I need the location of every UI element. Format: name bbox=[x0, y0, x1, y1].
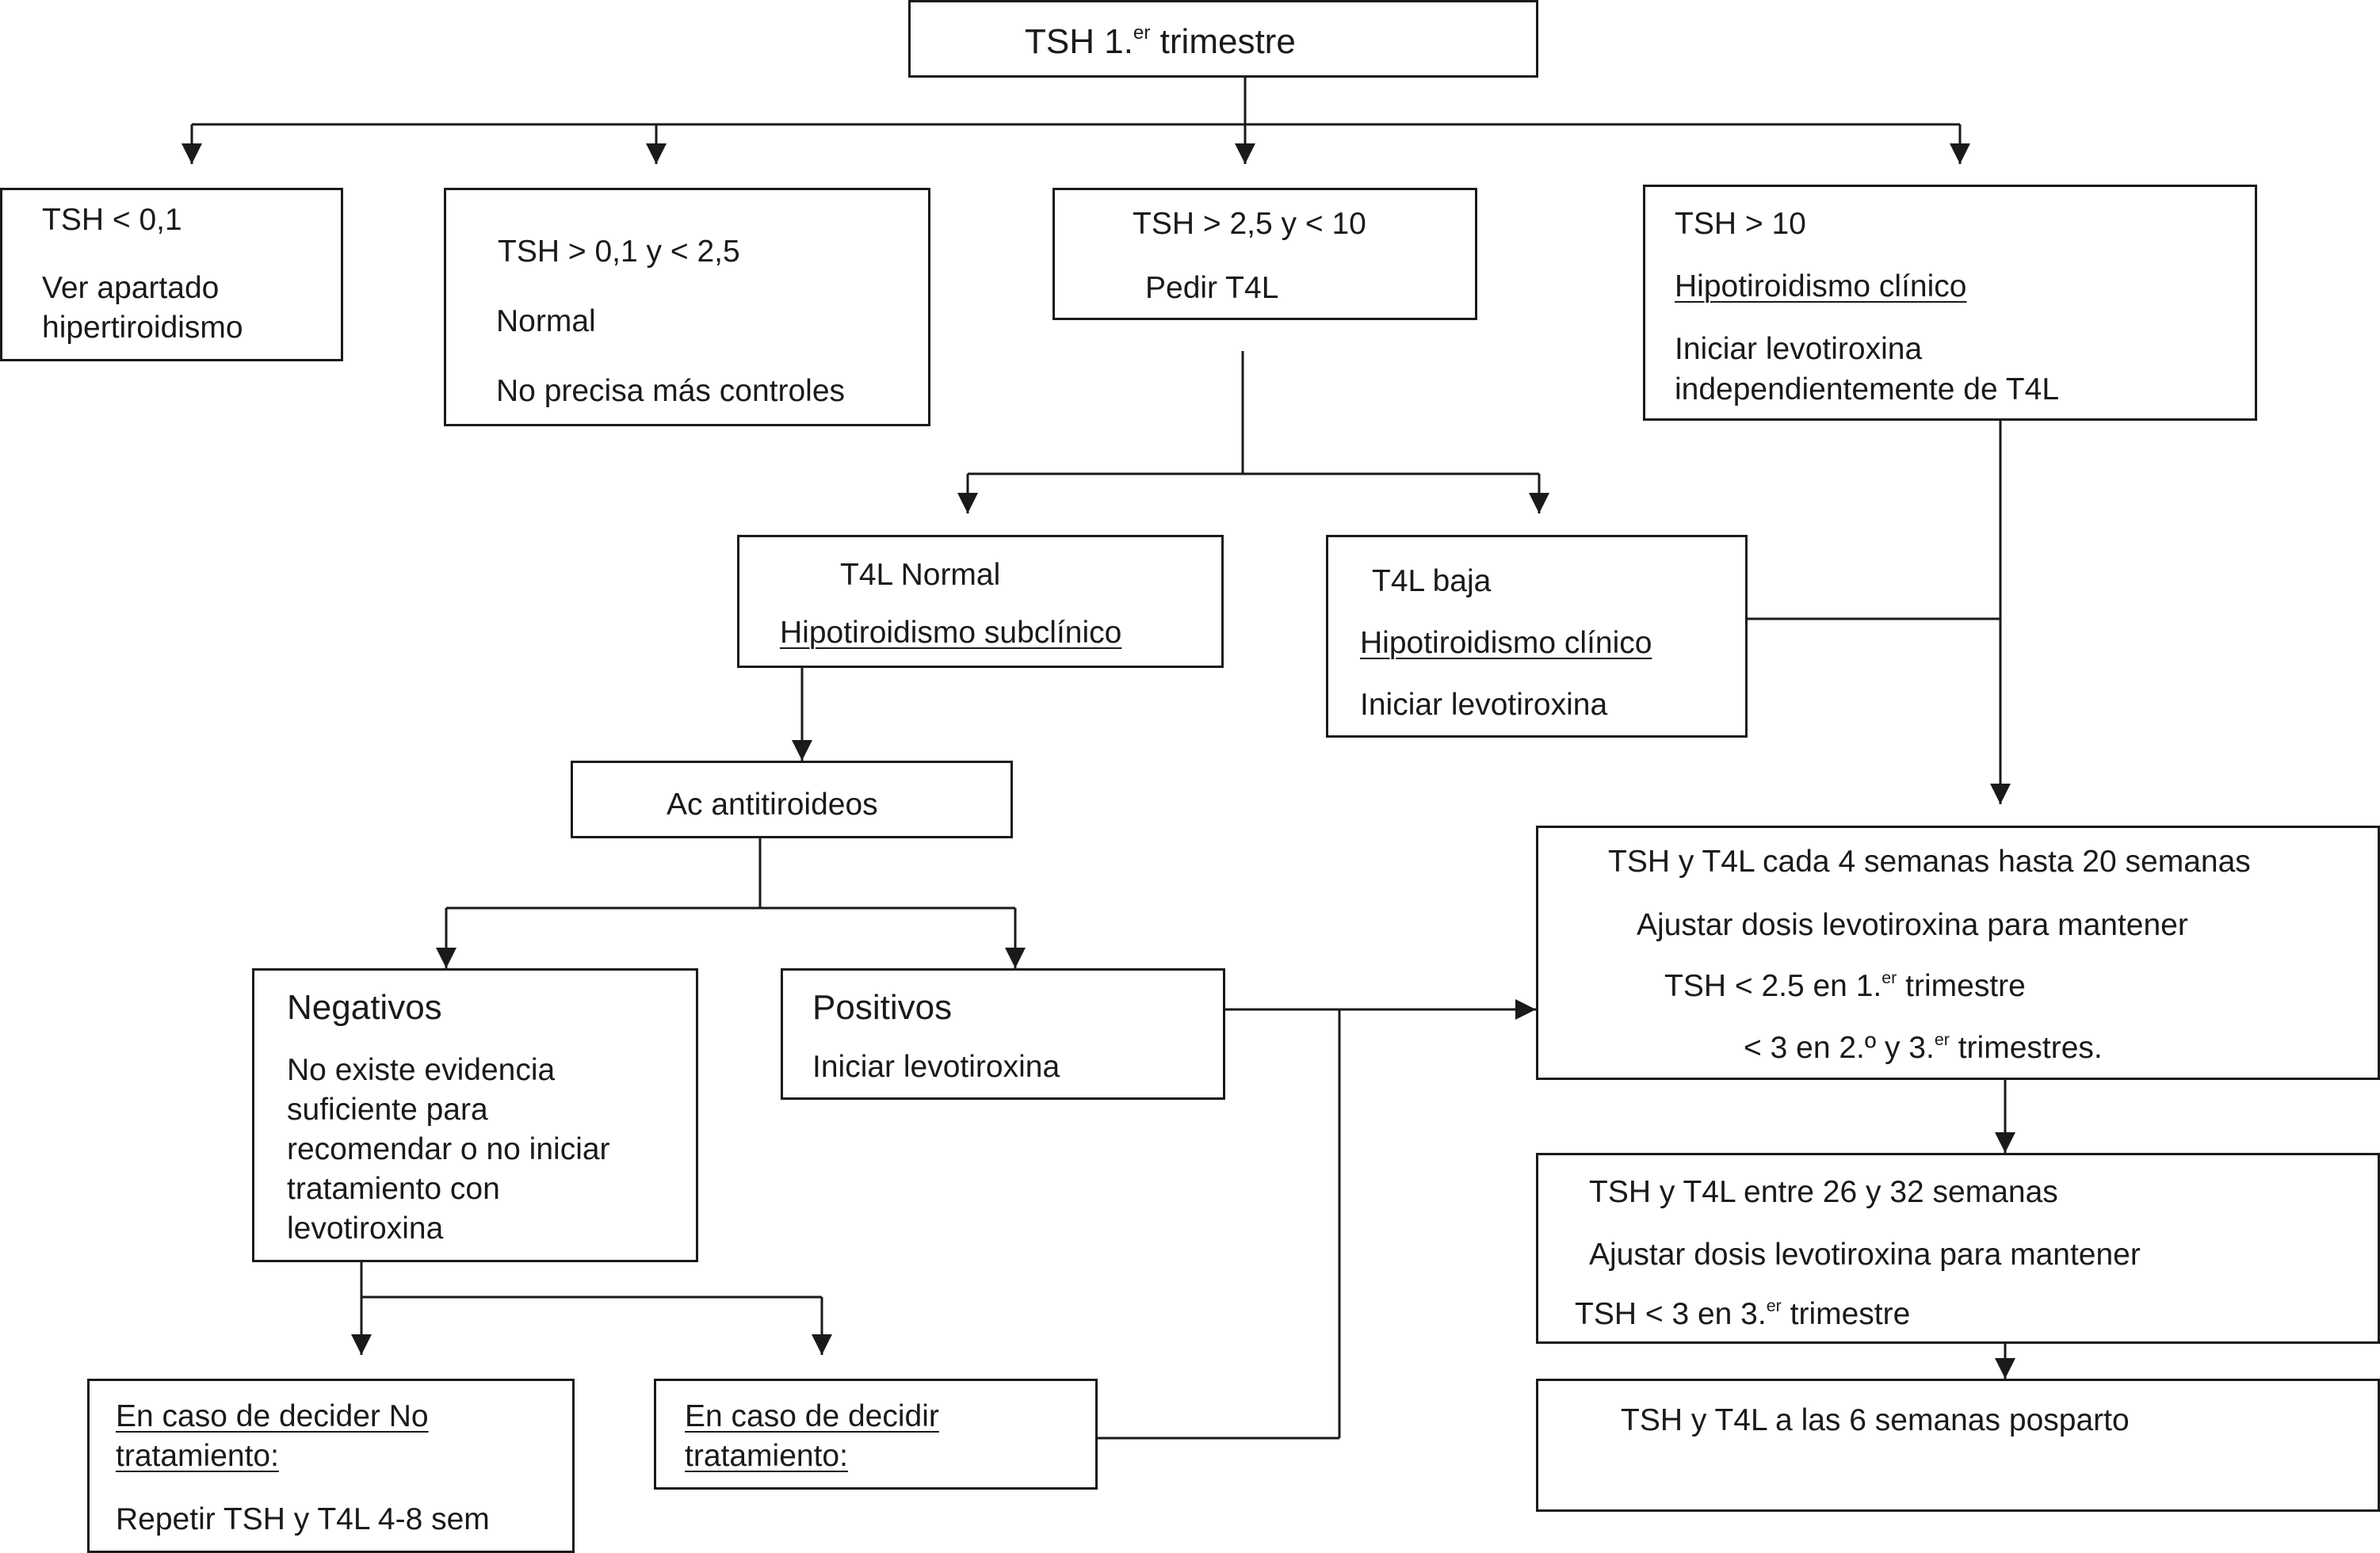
node-diagnosis: Hipotiroidismo clínico bbox=[1675, 269, 1967, 303]
node-text: Iniciar levotiroxina bbox=[1675, 332, 1923, 366]
node-diagnosis: Hipotiroidismo clínico bbox=[1360, 626, 1652, 660]
node-postpartum-control: TSH y T4L a las 6 semanas posparto bbox=[1536, 1379, 2380, 1512]
node-label: TSH 1.er trimestre bbox=[1025, 21, 1296, 61]
target-superscript: er bbox=[1881, 967, 1897, 987]
node-no-treatment: En caso de decider No tratamiento: Repet… bbox=[87, 1379, 575, 1553]
label-rest: trimestre bbox=[1150, 22, 1296, 61]
node-text: Iniciar levotiroxina bbox=[812, 1050, 1060, 1084]
node-t4l-low: T4L baja Hipotiroidismo clínico Iniciar … bbox=[1326, 535, 1748, 738]
node-heading: TSH > 10 bbox=[1675, 207, 1806, 241]
node-tsh-below-0-1: TSH < 0,1 Ver apartado hipertiroidismo bbox=[0, 188, 343, 361]
node-text: Normal bbox=[496, 304, 596, 338]
node-diagnosis: Hipotiroidismo subclínico bbox=[780, 616, 1122, 650]
node-heading: T4L baja bbox=[1372, 564, 1492, 598]
target-text: trimestre bbox=[1897, 969, 2026, 1003]
node-text: No existe evidencia bbox=[287, 1053, 556, 1087]
node-title: Positivos bbox=[812, 988, 953, 1027]
target-text: trimestres. bbox=[1949, 1031, 2103, 1065]
node-heading: TSH > 0,1 y < 2,5 bbox=[498, 235, 740, 269]
label-superscript: er bbox=[1133, 21, 1151, 44]
target-text: TSH < 2.5 en 1. bbox=[1664, 969, 1882, 1003]
node-heading: Ac antitiroideos bbox=[667, 788, 878, 822]
node-target: < 3 en 2.º y 3.er trimestres. bbox=[1744, 1029, 2103, 1065]
target-text: TSH < 3 en 3. bbox=[1575, 1297, 1767, 1331]
node-heading: TSH y T4L cada 4 semanas hasta 20 semana… bbox=[1608, 845, 2251, 879]
node-text: Repetir TSH y T4L 4-8 sem bbox=[116, 1502, 490, 1536]
node-title: Negativos bbox=[287, 988, 442, 1027]
node-text: Iniciar levotiroxina bbox=[1360, 688, 1608, 722]
node-negative: Negativos No existe evidencia suficiente… bbox=[252, 968, 698, 1262]
target-text: < 3 en 2.º y 3. bbox=[1744, 1031, 1935, 1065]
node-tsh-normal: TSH > 0,1 y < 2,5 Normal No precisa más … bbox=[444, 188, 930, 426]
node-heading: TSH y T4L entre 26 y 32 semanas bbox=[1589, 1175, 2058, 1209]
node-heading: En caso de decidir bbox=[685, 1399, 939, 1433]
node-text: suficiente para bbox=[287, 1093, 488, 1127]
node-treatment: En caso de decidir tratamiento: bbox=[654, 1379, 1098, 1490]
node-control-26-32-weeks: TSH y T4L entre 26 y 32 semanas Ajustar … bbox=[1536, 1153, 2380, 1344]
target-superscript: er bbox=[1934, 1029, 1950, 1049]
node-text: levotiroxina bbox=[287, 1211, 444, 1246]
label-main: TSH 1. bbox=[1025, 22, 1133, 61]
node-antithyroid-antibodies: Ac antitiroideos bbox=[571, 761, 1013, 838]
node-control-until-20-weeks: TSH y T4L cada 4 semanas hasta 20 semana… bbox=[1536, 826, 2380, 1080]
node-target: TSH < 2.5 en 1.er trimestre bbox=[1664, 967, 2026, 1003]
node-heading: En caso de decider No bbox=[116, 1399, 429, 1433]
node-heading: T4L Normal bbox=[840, 558, 1001, 592]
node-t4l-normal: T4L Normal Hipotiroidismo subclínico bbox=[737, 535, 1224, 668]
node-tsh-above-10: TSH > 10 Hipotiroidismo clínico Iniciar … bbox=[1643, 185, 2257, 421]
node-text: independientemente de T4L bbox=[1675, 372, 2060, 406]
node-text: No precisa más controles bbox=[496, 374, 846, 408]
node-text: hipertiroidismo bbox=[42, 311, 243, 345]
node-text: Ajustar dosis levotiroxina para mantener bbox=[1589, 1238, 2141, 1272]
node-heading: tratamiento: bbox=[116, 1439, 279, 1473]
node-text: tratamiento con bbox=[287, 1172, 500, 1206]
node-text: recomendar o no iniciar bbox=[287, 1132, 610, 1166]
node-text: Ajustar dosis levotiroxina para mantener bbox=[1637, 908, 2188, 942]
node-tsh-2-5-to-10: TSH > 2,5 y < 10 Pedir T4L bbox=[1052, 188, 1477, 320]
node-text: Pedir T4L bbox=[1145, 271, 1279, 305]
node-heading: tratamiento: bbox=[685, 1439, 848, 1473]
node-heading: TSH < 0,1 bbox=[42, 203, 182, 237]
node-heading: TSH > 2,5 y < 10 bbox=[1133, 207, 1366, 241]
node-positive: Positivos Iniciar levotiroxina bbox=[781, 968, 1225, 1100]
node-target: TSH < 3 en 3.er trimestre bbox=[1575, 1295, 1911, 1331]
target-superscript: er bbox=[1766, 1295, 1782, 1315]
node-text: Ver apartado bbox=[42, 271, 220, 305]
target-text: trimestre bbox=[1781, 1297, 1911, 1331]
node-tsh-first-trimester: TSH 1.er trimestre bbox=[908, 0, 1538, 78]
node-heading: TSH y T4L a las 6 semanas posparto bbox=[1621, 1403, 2130, 1437]
